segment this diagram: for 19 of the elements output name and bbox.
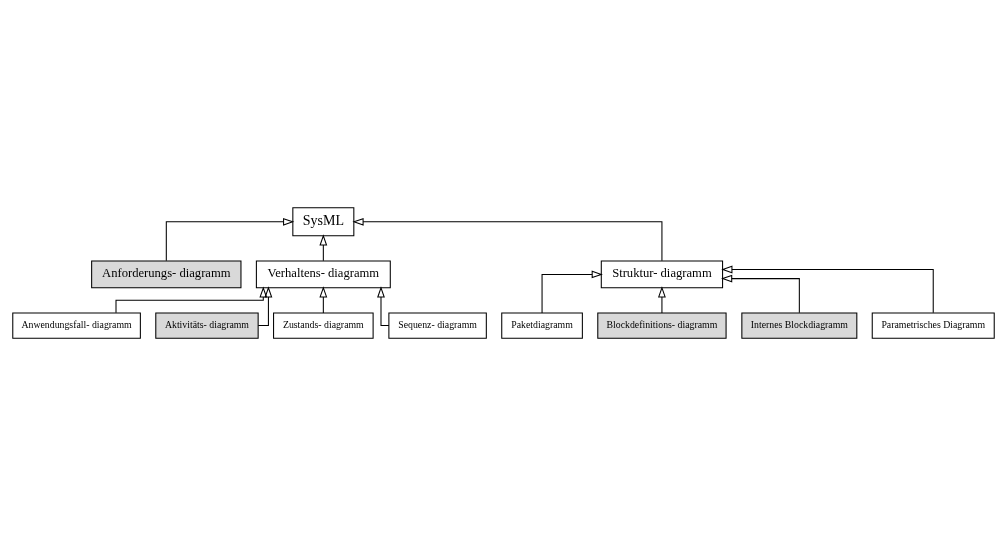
arrow: [721, 265, 934, 313]
node-box: Paketdiagramm: [501, 311, 583, 339]
arrow: [165, 217, 295, 261]
arrow: [541, 269, 603, 313]
node-box: Anforderungs- diagramm: [91, 260, 242, 288]
node-box: Aktivitäts- diagramm: [155, 311, 259, 339]
node-box: Struktur- diagramm: [600, 260, 724, 288]
arrow: [721, 274, 800, 313]
node-box: Verhaltens- diagramm: [255, 260, 391, 288]
arrow: [377, 285, 390, 326]
node-box: Internes Blockdiagramm: [741, 311, 858, 339]
node-box: Sequenz- diagramm: [388, 311, 487, 339]
node-box: Zustands- diagramm: [273, 311, 374, 339]
node-box: Anwendungsfall- diagramm: [12, 311, 141, 339]
node-box: SysML: [292, 206, 355, 236]
node-box: Blockdefinitions- diagramm: [597, 311, 727, 339]
arrow: [658, 285, 666, 313]
node-box: Parametrisches Diagramm: [871, 311, 995, 339]
arrow: [352, 217, 663, 261]
